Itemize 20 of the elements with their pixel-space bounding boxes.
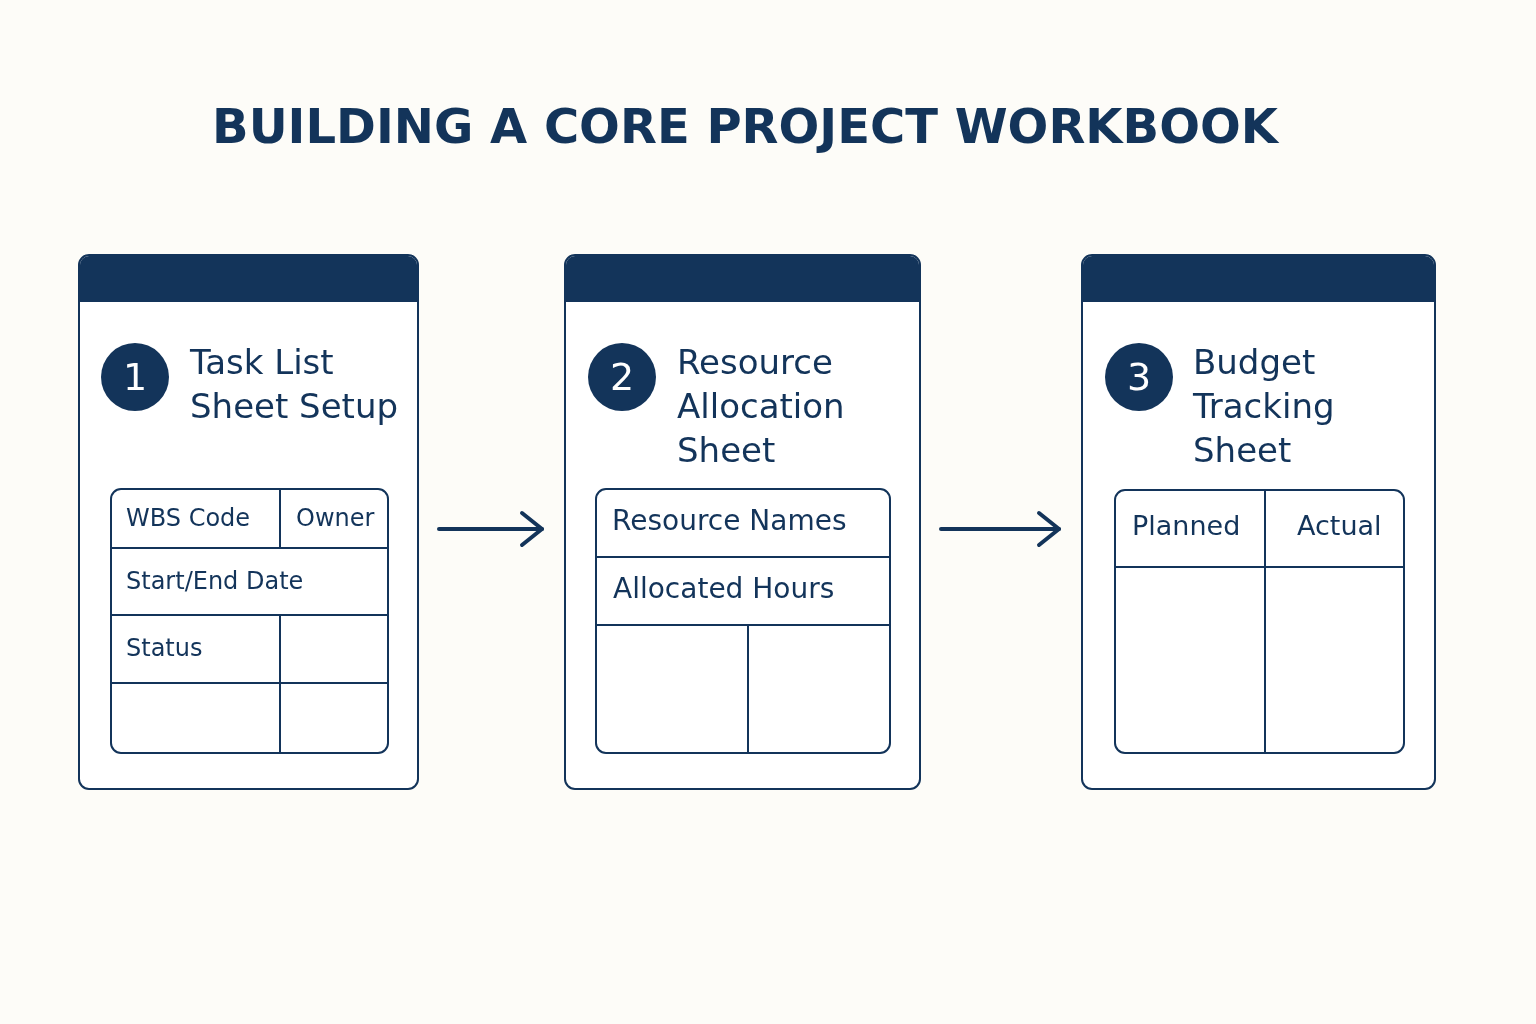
row-label: Start/End Date — [126, 566, 304, 596]
sheet-card — [1081, 254, 1436, 790]
row-label: Resource Names — [612, 504, 847, 538]
card-title: Budget Tracking Sheet — [1193, 341, 1336, 472]
sheet-card — [564, 254, 921, 790]
column-header: Owner — [296, 503, 375, 533]
step-number-circle: 3 — [1105, 343, 1173, 411]
diagram-title: BUILDING A CORE PROJECT WORKBOOK — [212, 98, 1278, 156]
column-header: WBS Code — [126, 503, 251, 533]
card-title: Task List Sheet Setup — [190, 341, 400, 428]
row-label: Status — [126, 633, 203, 663]
step-number-circle: 1 — [101, 343, 169, 411]
card-title: Resource Allocation Sheet — [677, 341, 846, 472]
arrow — [437, 511, 544, 547]
arrow — [939, 511, 1061, 547]
column-header: Planned — [1132, 509, 1241, 543]
sheet-card — [78, 254, 419, 790]
step-number-circle: 2 — [588, 343, 656, 411]
column-header: Actual — [1297, 509, 1382, 543]
row-label: Allocated Hours — [613, 572, 835, 606]
